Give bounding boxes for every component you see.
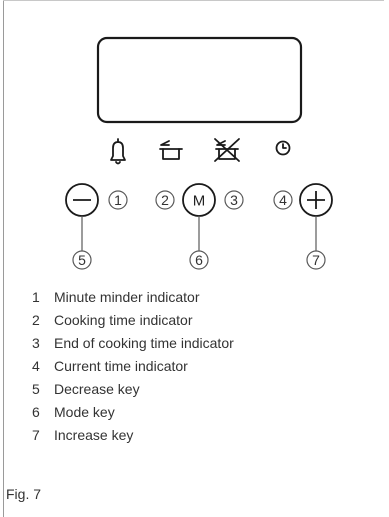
legend-item: 2 Cooking time indicator xyxy=(32,308,372,331)
legend-number: 1 xyxy=(32,288,40,305)
legend-number: 3 xyxy=(32,334,40,351)
callout-6: 6 xyxy=(189,216,209,270)
svg-text:1: 1 xyxy=(114,192,122,208)
clock-icon xyxy=(275,140,291,156)
callout-7: 7 xyxy=(306,216,326,270)
figure-caption: Fig. 7 xyxy=(6,486,42,502)
legend-text: End of cooking time indicator xyxy=(54,334,234,351)
bell-icon xyxy=(110,138,126,165)
frame-top-border xyxy=(3,0,384,1)
legend-item: 6 Mode key xyxy=(32,400,372,423)
svg-text:3: 3 xyxy=(230,192,238,208)
legend-number: 4 xyxy=(32,357,40,374)
frame-left-border xyxy=(3,0,4,517)
increase-key[interactable] xyxy=(299,183,333,217)
legend-list: 1 Minute minder indicator 2 Cooking time… xyxy=(32,285,372,446)
legend-text: Minute minder indicator xyxy=(54,288,200,305)
legend-item: 5 Decrease key xyxy=(32,377,372,400)
crossed-pot-icon xyxy=(214,138,240,162)
callout-3: 3 xyxy=(224,190,244,210)
legend-text: Cooking time indicator xyxy=(54,311,193,328)
callout-2: 2 xyxy=(155,190,175,210)
callout-5: 5 xyxy=(72,216,92,270)
legend-item: 3 End of cooking time indicator xyxy=(32,331,372,354)
decrease-key[interactable] xyxy=(65,183,99,217)
svg-text:6: 6 xyxy=(195,252,203,268)
callout-1: 1 xyxy=(108,190,128,210)
svg-text:5: 5 xyxy=(78,252,86,268)
legend-item: 4 Current time indicator xyxy=(32,354,372,377)
legend-item: 7 Increase key xyxy=(32,423,372,446)
svg-text:4: 4 xyxy=(279,192,287,208)
display-window xyxy=(96,36,303,124)
callout-4: 4 xyxy=(273,190,293,210)
control-panel-diagram: M 1 2 3 4 5 6 7 xyxy=(65,36,333,270)
legend-text: Current time indicator xyxy=(54,357,188,374)
legend-text: Mode key xyxy=(54,403,115,420)
pot-icon xyxy=(159,140,183,160)
legend-number: 5 xyxy=(32,380,40,397)
svg-text:2: 2 xyxy=(161,192,169,208)
legend-number: 2 xyxy=(32,311,40,328)
legend-number: 6 xyxy=(32,403,40,420)
svg-text:7: 7 xyxy=(312,252,320,268)
legend-number: 7 xyxy=(32,426,40,443)
mode-key-label: M xyxy=(193,193,206,210)
legend-text: Increase key xyxy=(54,426,134,443)
legend-text: Decrease key xyxy=(54,380,140,397)
legend-item: 1 Minute minder indicator xyxy=(32,285,372,308)
mode-key[interactable]: M xyxy=(182,183,216,217)
